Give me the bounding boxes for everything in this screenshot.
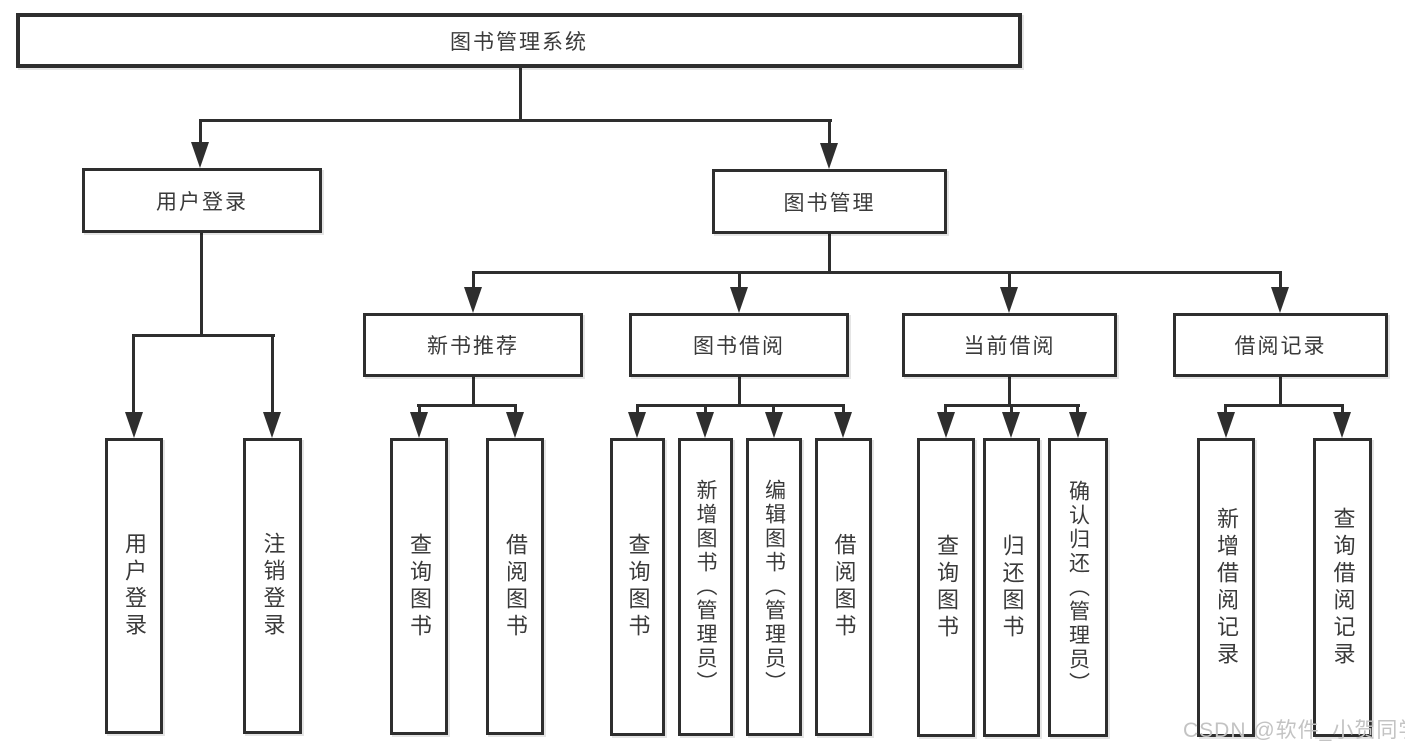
- leaf-query-borrow-record: 查询借阅记录: [1313, 438, 1372, 737]
- arrow-down-icon: [1217, 412, 1235, 438]
- node-user-login: 用户登录: [82, 168, 322, 233]
- connector-line: [1076, 404, 1079, 416]
- node-book-borrowing: 图书借阅: [629, 313, 849, 377]
- node-book-borrowing-label: 图书借阅: [693, 335, 785, 358]
- connector-line: [636, 404, 639, 416]
- connector-line: [200, 231, 203, 337]
- connector-line: [636, 404, 845, 407]
- leaf-add-books-admin: 新增图书（管理员）: [678, 438, 733, 736]
- connector-line: [519, 66, 522, 121]
- connector-line: [828, 232, 831, 273]
- node-book-management-label: 图书管理: [783, 191, 876, 215]
- arrow-down-icon: [1002, 412, 1020, 438]
- node-borrow-records: 借阅记录: [1173, 313, 1388, 377]
- node-root: 图书管理系统: [16, 13, 1022, 68]
- csdn-watermark: CSDN @软件_小贺同学: [1183, 719, 1405, 742]
- arrow-down-icon: [628, 412, 646, 438]
- connector-line: [271, 334, 274, 414]
- connector-line: [1010, 404, 1013, 416]
- leaf-confirm-return-admin-label: 确认归还（管理员）: [1066, 479, 1090, 696]
- arrow-down-icon: [125, 412, 143, 438]
- leaf-query-books-3-label: 查询图书: [934, 533, 959, 642]
- connector-line: [828, 119, 831, 145]
- leaf-logout: 注销登录: [243, 438, 302, 734]
- arrow-down-icon: [1271, 287, 1289, 313]
- connector-line: [132, 334, 275, 337]
- leaf-return-books: 归还图书: [983, 438, 1040, 737]
- arrow-down-icon: [696, 412, 714, 438]
- leaf-borrow-books-2-label: 借阅图书: [831, 533, 857, 641]
- connector-line: [842, 404, 845, 416]
- arrow-down-icon: [834, 412, 852, 438]
- node-user-login-label: 用户登录: [156, 190, 248, 214]
- leaf-query-borrow-record-label: 查询借阅记录: [1330, 506, 1356, 669]
- connector-line: [1008, 271, 1011, 291]
- arrow-down-icon: [263, 412, 281, 438]
- connector-line: [472, 271, 1282, 274]
- connector-line: [418, 404, 421, 416]
- leaf-add-books-admin-label: 新增图书（管理员）: [694, 479, 717, 695]
- arrow-down-icon: [506, 412, 524, 438]
- connector-line: [417, 404, 517, 407]
- arrow-down-icon: [410, 412, 428, 438]
- connector-line: [1224, 404, 1227, 416]
- arrow-down-icon: [464, 287, 482, 313]
- node-root-label: 图书管理系统: [450, 30, 588, 54]
- node-book-management: 图书管理: [712, 169, 947, 234]
- connector-line: [132, 334, 135, 414]
- connector-line: [1224, 404, 1344, 407]
- connector-line: [738, 271, 741, 291]
- leaf-logout-label: 注销登录: [260, 532, 286, 640]
- connector-line: [1279, 271, 1282, 291]
- leaf-edit-books-admin: 编辑图书（管理员）: [746, 438, 802, 736]
- connector-line: [199, 119, 202, 145]
- node-current-borrowing: 当前借阅: [902, 313, 1117, 377]
- connector-line: [944, 404, 947, 416]
- node-current-borrowing-label: 当前借阅: [963, 335, 1056, 358]
- leaf-borrow-books-1-label: 借阅图书: [503, 532, 528, 641]
- connector-line: [472, 271, 475, 291]
- leaf-query-books-1: 查询图书: [390, 438, 448, 735]
- node-borrow-records-label: 借阅记录: [1234, 335, 1327, 358]
- leaf-edit-books-admin-label: 编辑图书（管理员）: [762, 479, 786, 695]
- arrow-down-icon: [1069, 412, 1087, 438]
- connector-line: [199, 119, 832, 122]
- connector-line: [704, 404, 707, 416]
- connector-line: [1341, 404, 1344, 416]
- leaf-borrow-books-2: 借阅图书: [815, 438, 872, 736]
- arrow-down-icon: [1000, 287, 1018, 313]
- connector-line: [1279, 374, 1282, 407]
- connector-line: [772, 404, 775, 416]
- connector-line: [514, 404, 517, 416]
- arrow-down-icon: [820, 143, 838, 169]
- arrow-down-icon: [937, 412, 955, 438]
- leaf-query-books-3: 查询图书: [917, 438, 975, 737]
- leaf-user-login: 用户登录: [105, 438, 163, 734]
- leaf-add-borrow-record: 新增借阅记录: [1197, 438, 1255, 737]
- leaf-return-books-label: 归还图书: [999, 533, 1025, 642]
- node-new-book-recommend: 新书推荐: [363, 313, 583, 377]
- connector-line: [472, 374, 475, 407]
- leaf-confirm-return-admin: 确认归还（管理员）: [1048, 438, 1108, 737]
- arrow-down-icon: [730, 287, 748, 313]
- connector-line: [1008, 374, 1011, 407]
- arrow-down-icon: [1333, 412, 1351, 438]
- connector-line: [738, 374, 741, 407]
- arrow-down-icon: [765, 412, 783, 438]
- leaf-query-books-2: 查询图书: [610, 438, 665, 736]
- leaf-add-borrow-record-label: 新增借阅记录: [1214, 506, 1239, 669]
- leaf-borrow-books-1: 借阅图书: [486, 438, 544, 735]
- leaf-query-books-1-label: 查询图书: [407, 532, 432, 641]
- leaf-user-login-label: 用户登录: [122, 532, 147, 640]
- node-new-book-recommend-label: 新书推荐: [427, 335, 519, 358]
- leaf-query-books-2-label: 查询图书: [625, 533, 651, 641]
- arrow-down-icon: [191, 142, 209, 168]
